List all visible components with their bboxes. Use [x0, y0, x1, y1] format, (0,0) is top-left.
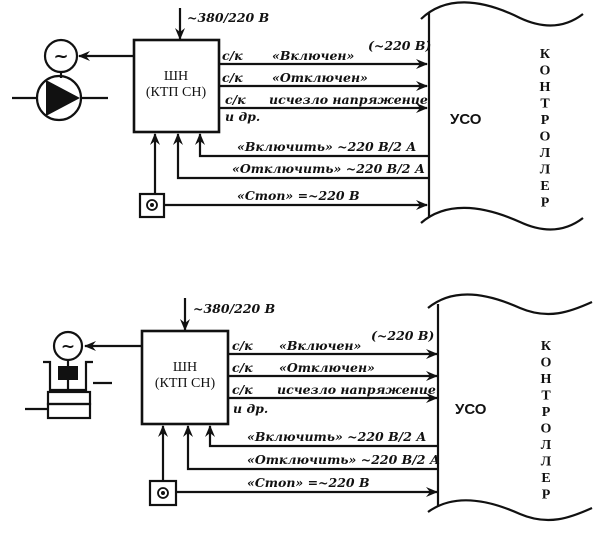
diagram-pump: ~380/220 В ШН (КТП СН) ~ с/к «Включен» с…: [12, 1, 584, 231]
command-line-stop: [183, 425, 438, 471]
output-prefix: с/к: [232, 382, 253, 397]
command-line-start: [195, 133, 428, 158]
diagram-valve: ~380/220 В ШН (КТП СН) ~ с/к «Включен» с…: [25, 293, 593, 522]
controller-label-letter: Е: [541, 471, 550, 486]
output-prefix: с/к: [225, 92, 246, 107]
command-label-emergency: «Стоп» =~220 В: [237, 188, 360, 203]
controller-bottom-wave: [420, 206, 584, 231]
motor-symbol: ~: [61, 337, 75, 357]
shn-box-title: ШН: [173, 360, 197, 375]
controller-label-letter: Т: [541, 389, 551, 404]
command-label-start: «Включить» ~220 В/2 А: [247, 429, 426, 444]
controller-label-letter: Л: [541, 455, 552, 470]
command-line-start: [205, 425, 438, 448]
shn-box-subtitle: (КТП СН): [146, 85, 207, 100]
controller-label-letter: О: [540, 64, 551, 79]
output-prefix: с/к: [222, 70, 243, 85]
output-label-off: «Отключен»: [279, 360, 375, 375]
stop-button-icon: [138, 192, 166, 219]
controller-label-letter: О: [540, 130, 551, 145]
controller-label-letter: Р: [541, 113, 550, 128]
supply-label: ~380/220 В: [187, 10, 269, 25]
uso-label: УСО: [455, 401, 487, 418]
controller-label-letter: Т: [540, 97, 550, 112]
controller-label-letter: О: [541, 356, 552, 371]
status-voltage: (~220 В): [368, 38, 431, 53]
output-prefix: с/к: [222, 48, 243, 63]
output-prefix: с/к: [232, 360, 253, 375]
controller-label-letter: Л: [540, 163, 551, 178]
controller-label-letter: Л: [541, 438, 552, 453]
output-more: и др.: [233, 401, 268, 416]
controller-label-letter: Л: [540, 146, 551, 161]
controller-label-letter: К: [540, 47, 551, 62]
output-label-voltage-loss: исчезло напряжение: [269, 92, 428, 107]
command-inputs: «Включить» ~220 В/2 А «Отключить» ~220 В…: [158, 425, 440, 497]
command-label-start: «Включить» ~220 В/2 А: [237, 139, 416, 154]
output-label-off: «Отключен»: [272, 70, 368, 85]
shn-box: [140, 329, 230, 426]
controller-label-letter: О: [541, 422, 552, 437]
command-inputs: «Включить» ~220 В/2 А «Отключить» ~220 В…: [150, 133, 428, 210]
output-more: и др.: [225, 109, 260, 124]
controller-bottom-wave: [427, 499, 593, 522]
command-label-stop: «Отключить» ~220 В/2 А: [232, 161, 425, 176]
output-prefix: с/к: [232, 338, 253, 353]
command-label-stop: «Отключить» ~220 В/2 А: [247, 452, 440, 467]
status-outputs: с/к «Включен» с/к «Отключен» с/к исчезло…: [219, 38, 431, 124]
shn-box-title: ШН: [164, 69, 188, 84]
controller-label-letter: Р: [542, 488, 551, 503]
supply-label: ~380/220 В: [193, 301, 275, 316]
output-label-voltage-loss: исчезло напряжение: [277, 382, 436, 397]
output-label-on: «Включен»: [279, 338, 361, 353]
pump-icon: ~: [12, 38, 108, 122]
stop-button-icon: [148, 479, 178, 507]
uso-label: УСО: [450, 111, 482, 128]
status-outputs: с/к «Включен» с/к «Отключен» с/к исчезло…: [228, 328, 438, 416]
motor-symbol: ~: [53, 46, 68, 67]
valve-icon: ~: [25, 330, 112, 420]
controller-top-wave: [420, 1, 584, 27]
controller-label-letter: Н: [541, 372, 552, 387]
controller-label-letter: Р: [541, 196, 550, 211]
controller-label-letter: Н: [540, 80, 551, 95]
output-label-on: «Включен»: [272, 48, 354, 63]
shn-box-subtitle: (КТП СН): [155, 376, 216, 391]
command-line-stop: [173, 133, 428, 180]
controller-label-letter: Е: [540, 179, 549, 194]
command-label-emergency: «Стоп» =~220 В: [247, 475, 370, 490]
status-voltage: (~220 В): [371, 328, 434, 343]
controller-label-letter: Р: [542, 405, 551, 420]
controller-top-wave: [427, 293, 593, 316]
controller-label-letter: К: [541, 339, 552, 354]
